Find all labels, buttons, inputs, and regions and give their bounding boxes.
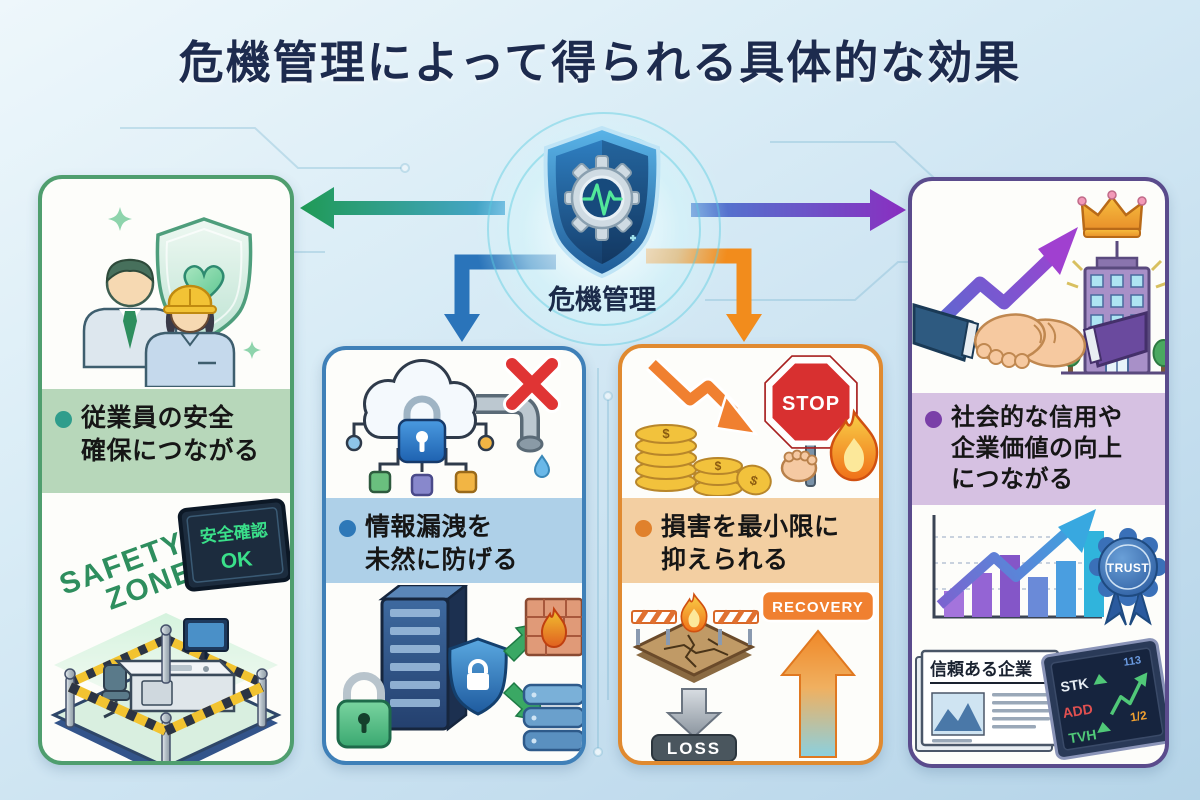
arrow-left-icon <box>300 187 505 229</box>
arrow-right-icon <box>691 189 906 231</box>
small-flame-icon <box>680 591 708 633</box>
dollar-symbol: $ <box>715 459 722 473</box>
disk-stack-icon <box>522 683 582 752</box>
shield-lock-icon <box>448 637 508 716</box>
damage-heading: 損害を最小限に 抑えられる <box>661 511 840 577</box>
bullet-icon <box>339 520 356 537</box>
female-worker-icon <box>144 284 236 387</box>
bullet-icon <box>55 411 72 428</box>
flame-icon <box>829 408 879 482</box>
bullet-icon <box>925 411 942 428</box>
trust-heading-line2: 企業価値の向上 <box>951 435 1123 463</box>
panel-employee-safety: 従業員の安全 確保につながる SAFETY ZONE 安全確認 <box>38 175 294 765</box>
recovery-label: RECOVERY <box>772 599 864 616</box>
ticker-symbol-3: TVH <box>1067 726 1097 746</box>
trust-badge-icon: TRUST <box>1089 528 1165 626</box>
red-x-icon <box>503 355 561 413</box>
damage-heading-line1: 損害を最小限に <box>661 513 840 541</box>
trust-badge-label: TRUST <box>1107 561 1150 575</box>
trust-heading-band: 社会的な信用や 企業価値の向上 につながる <box>912 393 1165 505</box>
padlock-icon <box>397 395 447 464</box>
recovery-arrow-icon <box>779 629 857 758</box>
crown-icon <box>1077 190 1147 238</box>
gear-icon <box>564 155 640 241</box>
safety-heading: 従業員の安全 確保につながる <box>81 402 260 468</box>
plus-sparkle-icon <box>630 235 636 241</box>
firewall-icon <box>524 597 582 657</box>
loss-badge: LOSS <box>651 734 737 761</box>
newspaper-ticker-illustration: 信頼ある企業 113 STK ADD TVH <box>915 638 1165 760</box>
shield-gear-icon <box>543 125 661 279</box>
infoleak-heading-line2: 未然に防げる <box>365 546 519 574</box>
panel-trust-value: 社会的な信用や 企業価値の向上 につながる <box>908 177 1169 768</box>
desk-icon <box>113 618 238 713</box>
safety-heading-band: 従業員の安全 確保につながる <box>42 389 290 493</box>
water-drop-icon <box>533 454 551 478</box>
sign-line2: OK <box>220 547 254 573</box>
cracked-ground-icon <box>631 591 759 683</box>
panel-minimize-damage: $ $ $ <box>618 344 883 765</box>
newspaper-icon: 信頼ある企業 <box>915 649 1060 752</box>
green-padlock-icon <box>336 672 392 749</box>
dollar-symbol: $ <box>662 426 670 441</box>
coin-stack-icon: $ $ $ <box>635 424 772 496</box>
growth-chart-trust-illustration: TRUST <box>932 509 1165 626</box>
decline-arrow-icon <box>646 357 759 436</box>
stock-ticker-icon: 113 STK ADD TVH 1/2 <box>1041 638 1165 760</box>
panel-info-leak: 情報漏洩を 未然に防げる <box>322 346 586 765</box>
loss-recovery-illustration: LOSS RECOVERY <box>631 589 876 761</box>
hand-icon <box>780 449 818 483</box>
trust-heading: 社会的な信用や 企業価値の向上 につながる <box>951 402 1123 496</box>
ticker-trend-arrow-icon <box>1109 672 1148 716</box>
bar-chart-icon <box>932 509 1104 619</box>
ticker-symbol-1: STK <box>1059 675 1089 695</box>
damage-stop-illustration: $ $ $ <box>635 355 879 496</box>
safety-check-sign: 安全確認 OK <box>177 498 290 592</box>
page-title: 危機管理によって得られる具体的な効果 <box>178 37 1022 88</box>
barricade-icon <box>713 609 759 645</box>
hub-ring-outer <box>487 112 721 346</box>
trust-heading-line1: 社会的な信用や <box>951 404 1123 431</box>
growth-zigzag-arrow-icon <box>925 227 1078 336</box>
handshake-icon <box>912 302 1148 369</box>
safety-heading-line1: 従業員の安全 <box>81 404 235 432</box>
infoleak-heading-band: 情報漏洩を 未然に防げる <box>326 498 582 583</box>
heartbeat-line-icon <box>582 183 623 216</box>
ticker-value: 1/2 <box>1129 708 1148 724</box>
damage-heading-band: 損害を最小限に 抑えられる <box>622 498 879 583</box>
infoleak-heading-line1: 情報漏洩を <box>365 513 493 541</box>
stop-sign-icon: STOP <box>764 355 858 487</box>
crisis-management-hub: 危機管理 <box>452 60 752 350</box>
ticker-symbol-2: ADD <box>1061 700 1093 721</box>
safety-zone-illustration: SAFETY ZONE 安全確認 OK <box>50 498 290 761</box>
handshake-growth-illustration <box>912 190 1165 375</box>
infoleak-heading: 情報漏洩を 未然に防げる <box>365 511 518 577</box>
loss-label: LOSS <box>667 739 721 758</box>
hub-label: 危機管理 <box>548 285 656 315</box>
barrier-tape-front <box>67 682 265 736</box>
safety-heading-line2: 確保につながる <box>81 437 260 465</box>
sparkle-icon <box>108 207 261 359</box>
newspaper-headline: 信頼ある企業 <box>930 659 1032 679</box>
trust-heading-line3: につながる <box>951 466 1074 494</box>
stop-label: STOP <box>782 393 840 415</box>
ticker-index: 113 <box>1123 654 1142 669</box>
loss-arrow-icon <box>665 688 723 739</box>
bullet-icon <box>635 520 652 537</box>
workers-shield-illustration <box>82 207 261 387</box>
cloud-lock-illustration <box>345 355 561 497</box>
damage-heading-line2: 抑えられる <box>661 546 789 574</box>
recovery-badge: RECOVERY <box>760 589 876 623</box>
barricade-icon <box>631 609 677 645</box>
server-protection-illustration <box>336 585 582 752</box>
